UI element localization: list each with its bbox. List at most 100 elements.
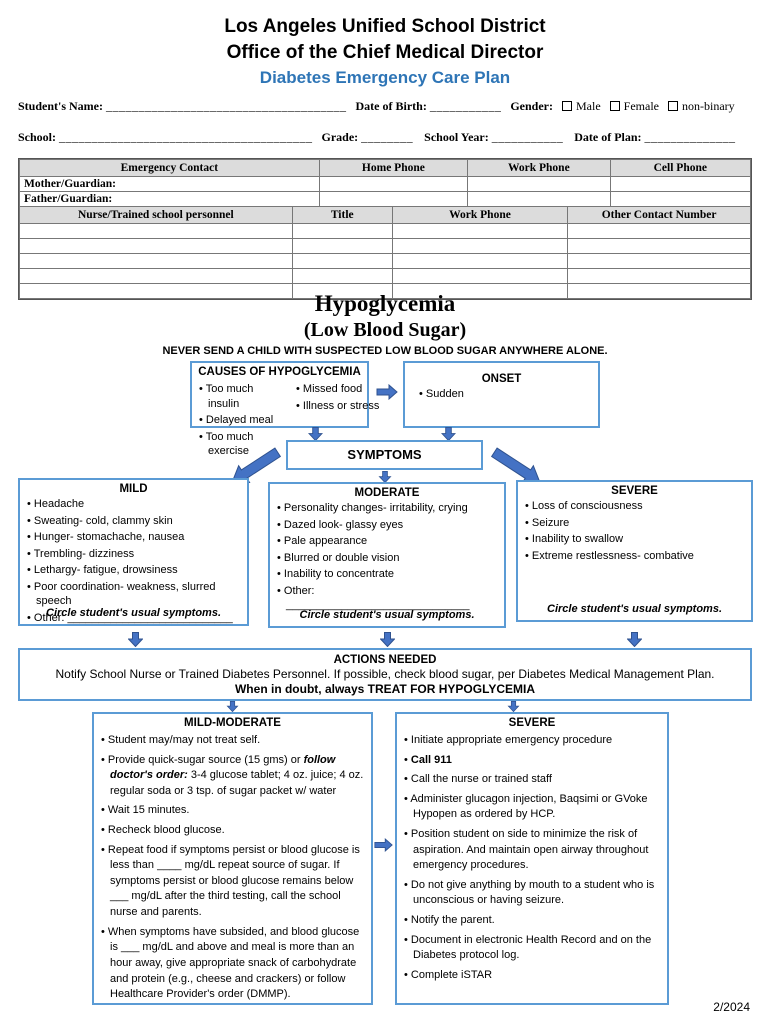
phone-cell[interactable] (609, 191, 752, 207)
severe-treatment-list: Initiate appropriate emergency procedure… (397, 733, 667, 984)
severe-treatment-box: SEVERE Initiate appropriate emergency pr… (395, 712, 669, 1005)
mild-moderate-list: Student may/may not treat self. Provide q… (94, 733, 371, 1003)
emergency-header-row: Emergency Contact Home Phone Work Phone … (19, 159, 752, 177)
arrow-right-icon (374, 838, 393, 852)
personnel-cell[interactable] (567, 283, 751, 299)
actions-title: ACTIONS NEEDED (333, 654, 437, 666)
hypoglycemia-subtitle: (Low Blood Sugar) (303, 319, 467, 341)
personnel-cell[interactable] (567, 253, 751, 269)
moderate-list: Personality changes- irritability, cryin… (270, 501, 504, 613)
bullet-item: Dazed look- glassy eyes (277, 518, 500, 533)
personnel-cell[interactable] (19, 268, 293, 284)
bullet-item: Document in electronic Health Record and… (404, 933, 663, 964)
bullet-item: Recheck blood glucose. (101, 823, 367, 839)
dob-label: Date of Birth: (355, 99, 427, 113)
bullet-item: When symptoms have subsided, and blood g… (101, 925, 367, 1003)
checkbox-icon[interactable] (562, 101, 572, 111)
personnel-cell[interactable] (19, 253, 293, 269)
causes-box: CAUSES OF HYPOGLYCEMIA Too much insulinD… (190, 361, 379, 457)
causes-column-2: Missed foodIllness or stress (289, 380, 383, 461)
mild-symptoms-box: MILD HeadacheSweating- cold, clammy skin… (18, 478, 249, 626)
student-info-line: Student's Name: ________________________… (18, 99, 752, 114)
bullet-item: Pale appearance (277, 534, 500, 549)
emergency-contact-row: Mother/Guardian: (19, 176, 752, 192)
emergency-contact-header: Emergency Contact (19, 159, 320, 177)
contact-row-label: Mother/Guardian: (19, 176, 320, 192)
bullet-item: Call 911 (404, 753, 663, 769)
grade-field[interactable]: ________ (361, 130, 414, 144)
personnel-cell[interactable] (567, 238, 751, 254)
personnel-cell[interactable] (391, 238, 569, 254)
personnel-empty-row (19, 268, 751, 284)
moderate-symptoms-box: MODERATE Personality changes- irritabili… (268, 482, 506, 628)
personnel-cell[interactable] (567, 268, 751, 284)
arrow-down-icon (378, 471, 392, 483)
personnel-cell[interactable] (391, 253, 569, 269)
dob-field[interactable]: ___________ (429, 99, 502, 113)
female-checkbox-option[interactable]: Female (609, 99, 659, 113)
date-of-plan-field[interactable]: ______________ (644, 130, 736, 144)
bullet-item: Other: ______________________________ (277, 584, 500, 613)
symptoms-box: SYMPTOMS (286, 440, 483, 470)
bullet-item: Provide quick-sugar source (15 gms) or f… (101, 753, 367, 800)
checkbox-icon[interactable] (667, 101, 678, 111)
bullet-item: Illness or stress (296, 399, 379, 414)
hypoglycemia-flowchart: Hypoglycemia (Low Blood Sugar) NEVER SEN… (0, 290, 770, 1024)
checkbox-icon[interactable] (609, 101, 620, 111)
mild-moderate-treatment-box: MILD-MODERATE Student may/may not treat … (92, 712, 373, 1005)
arrow-down-icon (441, 427, 456, 441)
school-field[interactable]: _______________________________________ (59, 130, 313, 144)
student-name-label: Student's Name: (18, 99, 104, 113)
personnel-cell[interactable] (391, 283, 569, 299)
personnel-section: Nurse/Trained school personnel Title Wor… (19, 206, 751, 299)
student-name-field[interactable]: _____________________________________ (106, 99, 347, 113)
school-year-field[interactable]: ___________ (491, 130, 564, 144)
personnel-empty-row (19, 253, 751, 269)
bullet-item: Too much exercise (199, 430, 285, 459)
grade-label: Grade: (321, 130, 359, 144)
non-binary-checkbox-option[interactable]: non-binary (667, 99, 735, 113)
severe-treatment-title: SEVERE (508, 717, 556, 729)
personnel-cell[interactable] (291, 238, 393, 254)
personnel-cell[interactable] (391, 268, 569, 284)
personnel-cell[interactable] (391, 223, 569, 239)
severe-symptoms-box: SEVERE Loss of consciousnessSeizureInabi… (516, 480, 753, 622)
phone-cell[interactable] (467, 176, 611, 192)
warning-text: NEVER SEND A CHILD WITH SUSPECTED LOW BL… (162, 345, 608, 357)
personnel-cell[interactable] (291, 253, 393, 269)
bullet-item: Inability to swallow (525, 532, 747, 547)
bullet-item: Lethargy- fatigue, drowsiness (27, 563, 243, 578)
district-title: Los Angeles Unified School District (224, 16, 546, 37)
phone-cell[interactable] (609, 176, 752, 192)
bullet-item: Inability to concentrate (277, 567, 500, 582)
contact-row-label: Father/Guardian: (19, 191, 320, 207)
personnel-empty-row (19, 223, 751, 239)
personnel-cell[interactable] (291, 223, 393, 239)
personnel-cell[interactable] (567, 223, 751, 239)
bullet-item: Poor coordination- weakness, slurred spe… (27, 580, 243, 609)
emergency-contact-section: Emergency Contact Home Phone Work Phone … (19, 159, 752, 207)
other-contact-header: Other Contact Number (567, 206, 751, 224)
bullet-item: Too much insulin (199, 382, 285, 411)
mild-note: Circle student's usual symptoms. (46, 607, 221, 619)
bullet-item: Missed food (296, 382, 379, 397)
cell-phone-header: Cell Phone (609, 159, 752, 177)
gender-options: Male Female non-binary (553, 99, 735, 113)
causes-title: CAUSES OF HYPOGLYCEMIA (198, 366, 361, 378)
bullet-item: Call the nurse or trained staff (404, 772, 663, 788)
phone-cell[interactable] (318, 176, 469, 192)
actions-line1: Notify School Nurse or Trained Diabetes … (55, 667, 715, 681)
bullet-item: Other: ___________________________ (27, 611, 243, 626)
arrow-down-icon (226, 701, 239, 712)
bullet-item: Student may/may not treat self. (101, 733, 367, 749)
bullet-item: Administer glucagon injection, Baqsimi o… (404, 792, 663, 823)
personnel-cell[interactable] (19, 223, 293, 239)
personnel-cell[interactable] (19, 238, 293, 254)
arrow-down-icon (128, 632, 143, 647)
personnel-empty-row (19, 283, 751, 299)
male-checkbox-option[interactable]: Male (562, 99, 601, 113)
bullet-item: Blurred or double vision (277, 551, 500, 566)
phone-cell[interactable] (467, 191, 611, 207)
phone-cell[interactable] (318, 191, 469, 207)
personnel-cell[interactable] (291, 268, 393, 284)
